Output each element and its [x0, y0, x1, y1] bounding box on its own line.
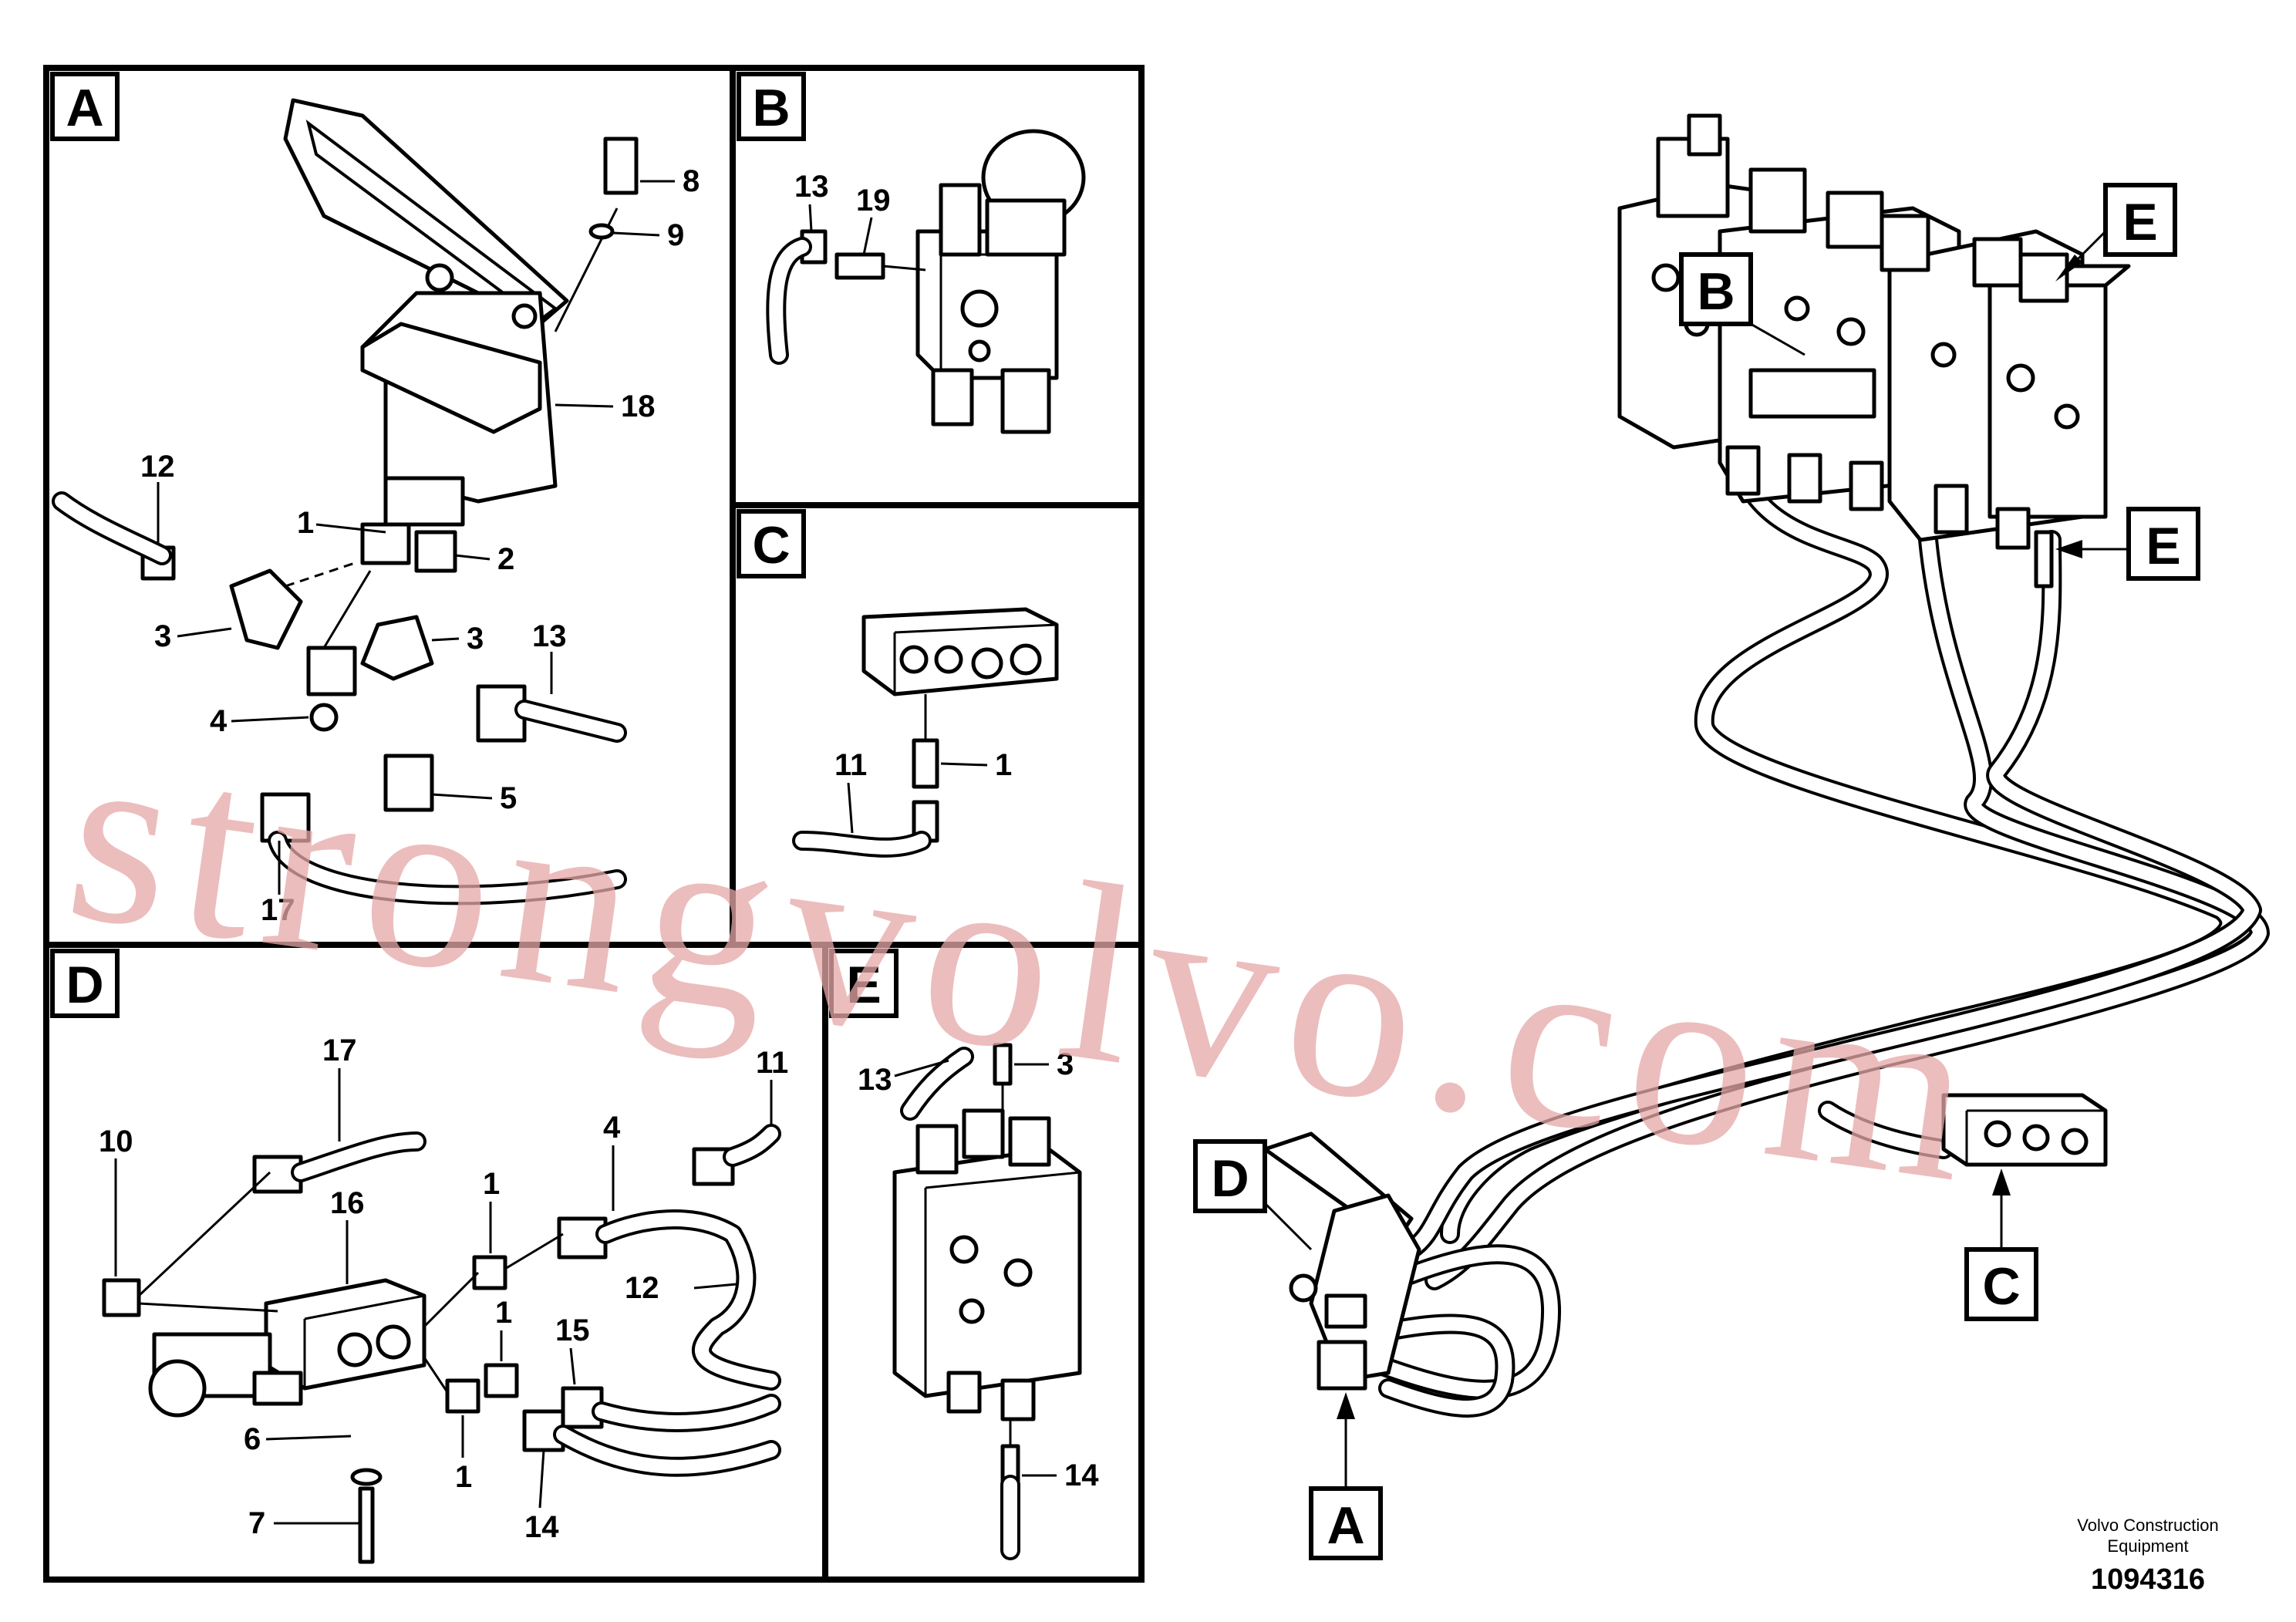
view-callout-label: A — [1327, 1496, 1364, 1555]
part-number-label: 15 — [555, 1313, 590, 1347]
brand-block: Volvo Construction Equipment 1094316 — [2077, 1516, 2218, 1596]
part-number-label: 13 — [532, 619, 567, 653]
part-number-label: 8 — [683, 164, 700, 198]
part-number-label: 13 — [794, 170, 829, 204]
part-number-label: 1 — [495, 1296, 512, 1330]
panel-e: E 13 3 14 — [829, 949, 1099, 1560]
panel-d: D 17 11 — [50, 949, 788, 1564]
part-number-label: 16 — [330, 1186, 365, 1220]
panel-b: B 13 19 — [737, 72, 1086, 434]
view-callout-label: A — [66, 79, 103, 137]
part-number-label: 3 — [1057, 1047, 1074, 1081]
part-number-label: 17 — [261, 893, 295, 927]
view-callout-label: E — [846, 956, 881, 1014]
overview-block-c — [1941, 1093, 2108, 1167]
part-number-label: 4 — [603, 1111, 621, 1145]
part-number-label: 11 — [756, 1046, 788, 1080]
part-number-label: 6 — [244, 1422, 261, 1456]
view-callout-label: B — [752, 79, 790, 137]
callout-d: D — [1193, 1139, 1313, 1251]
part-number-label: 1 — [483, 1167, 500, 1201]
overview-assembly — [1263, 113, 2270, 1418]
part-number-label: 5 — [500, 781, 517, 815]
callout-c: C — [1964, 1168, 2038, 1321]
view-callout-label: E — [2122, 193, 2157, 251]
part-number-label: 7 — [248, 1506, 265, 1540]
view-callout-label: E — [2146, 517, 2180, 575]
overview-pedal — [1263, 1131, 1421, 1391]
detail-frame — [43, 65, 1145, 1583]
part-number-label: 12 — [625, 1271, 659, 1305]
part-number-label: 3 — [154, 619, 171, 653]
part-number-label: 12 — [140, 450, 175, 484]
part-number-label: 14 — [1064, 1458, 1099, 1492]
view-callout-label: C — [752, 516, 790, 575]
panel-c: C 11 1 — [737, 509, 1059, 858]
part-number-label: 11 — [834, 748, 867, 782]
part-number-label: 1 — [995, 748, 1012, 782]
control-valve-assembly — [1617, 113, 2131, 550]
view-callout-label: B — [1697, 262, 1735, 321]
part-number-label: 2 — [497, 542, 514, 576]
callout-b: B — [1679, 252, 1805, 356]
part-number-label: 19 — [856, 184, 891, 218]
callout-a: A — [1309, 1392, 1383, 1560]
callout-e-bottom: E — [2055, 507, 2200, 581]
brand-line-2: Equipment — [2107, 1536, 2188, 1556]
part-number-label: 14 — [524, 1510, 559, 1544]
overview-fitting-e — [2034, 530, 2054, 588]
part-number-label: 1 — [455, 1460, 472, 1494]
drawing-number: 1094316 — [2091, 1563, 2205, 1596]
part-number-label: 1 — [297, 506, 314, 540]
view-callout-label: D — [1211, 1149, 1249, 1208]
part-number-label: 3 — [467, 622, 484, 656]
part-number-label: 4 — [210, 704, 228, 738]
brand-line-1: Volvo Construction — [2077, 1516, 2218, 1535]
part-number-label: 10 — [99, 1125, 133, 1158]
part-number-label: 18 — [621, 389, 656, 423]
part-number-label: 17 — [322, 1034, 357, 1067]
panel-a: A 8 9 18 — [50, 72, 700, 927]
view-callout-label: D — [66, 956, 103, 1014]
overview-callouts: B E E C D A — [1193, 183, 2200, 1560]
part-number-label: 9 — [667, 218, 684, 252]
view-callout-label: C — [1982, 1257, 2020, 1316]
part-number-label: 13 — [858, 1063, 892, 1097]
callout-e-top: E — [2055, 183, 2177, 282]
